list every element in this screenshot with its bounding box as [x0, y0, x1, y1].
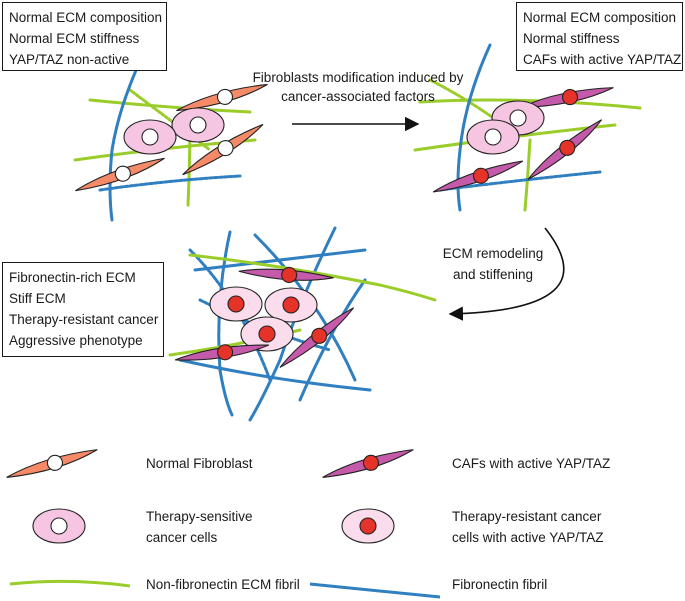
blue-fibril [178, 358, 372, 392]
therapy-sensitive-cell [466, 119, 520, 155]
legend-normal-fibroblast-label: Normal Fibroblast [146, 456, 253, 471]
curved-arrow-label: ECM remodeling and stiffening [442, 246, 544, 282]
green-fibril [523, 138, 532, 212]
legend-normal-fibroblast-icon [4, 449, 100, 478]
box-line: Normal ECM stiffness [9, 31, 140, 46]
green-fibril [88, 98, 252, 114]
top-arrow-label: Fibroblasts modification induced by canc… [252, 70, 464, 104]
therapy-sensitive-cell [123, 119, 177, 155]
box-line: Fibronectin-rich ECM [9, 270, 136, 285]
legend-non-fibronectin-label: Non-fibronectin ECM fibril [146, 577, 300, 592]
green-fibril [418, 98, 642, 110]
therapy-resistant-cell [209, 286, 263, 322]
box-middle-left: Fibronectin-rich ECM Stiff ECM Therapy-r… [2, 262, 164, 357]
legend-therapy-resistant-icon [341, 508, 395, 544]
cluster-top-left [72, 38, 271, 222]
box-line: Normal ECM composition [9, 10, 163, 25]
legend-blue-fibril-icon [309, 582, 441, 599]
box-line: Normal stiffness [523, 31, 620, 46]
box-top-left: Normal ECM composition Normal ECM stiffn… [2, 2, 167, 71]
legend-fibronectin-label: Fibronectin fibril [452, 577, 548, 592]
legend-green-fibril-icon [9, 579, 131, 588]
green-fibril [128, 88, 212, 152]
caf-cell [430, 160, 526, 193]
legend-caf-label: CAFs with active YAP/TAZ [452, 456, 611, 471]
blue-fibril [456, 43, 492, 212]
box-line: CAFs with active YAP/TAZ [523, 52, 682, 67]
therapy-sensitive-cell [171, 107, 225, 143]
box-line: YAP/TAZ non-active [9, 52, 130, 67]
legend-therapy-resistant-label: Therapy-resistant cancer cells with acti… [452, 509, 604, 545]
blue-fibril [98, 174, 242, 192]
blue-fibril [298, 278, 367, 402]
box-line: Normal ECM composition [523, 10, 677, 25]
box-top-right: Normal ECM composition Normal stiffness … [516, 2, 683, 71]
box-line: Therapy-resistant cancer [9, 312, 159, 327]
legend-therapy-sensitive-icon [32, 508, 86, 544]
blue-fibril [108, 38, 152, 222]
cluster-middle [168, 226, 437, 422]
cluster-top-right [413, 43, 642, 212]
green-fibril [188, 253, 437, 302]
legend-therapy-sensitive-label: Therapy-sensitive cancer cells [146, 509, 253, 545]
legend-caf-icon [320, 449, 416, 478]
blue-fibril [248, 226, 337, 422]
box-line: Stiff ECM [9, 291, 66, 306]
curved-arrow [448, 227, 565, 321]
box-line: Aggressive phenotype [9, 333, 143, 348]
